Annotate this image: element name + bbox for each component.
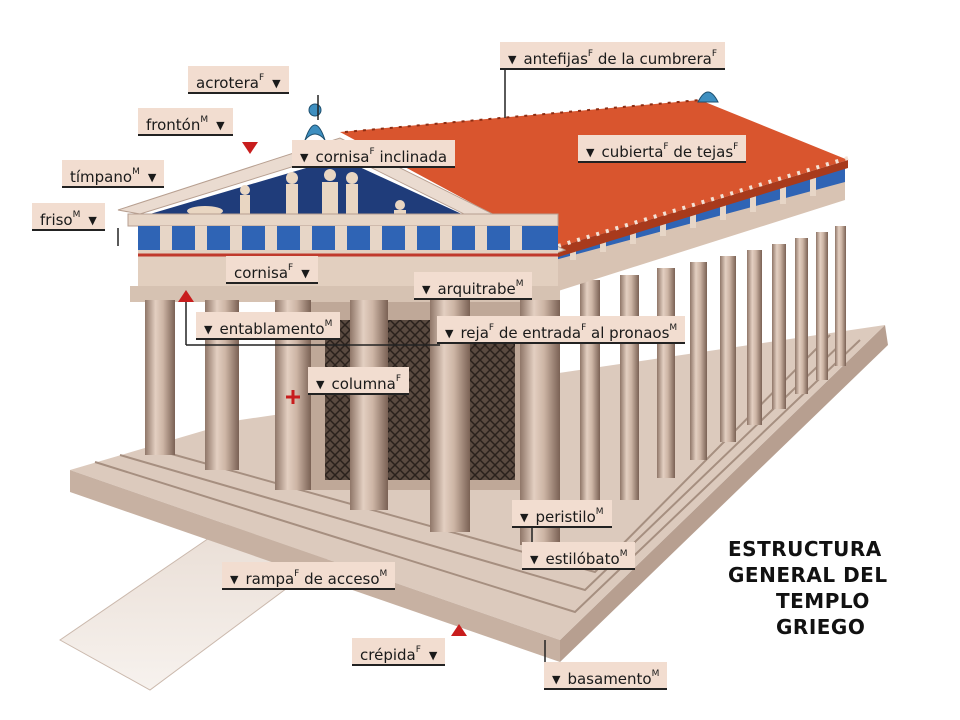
title-line-1: ESTRUCTURA	[728, 537, 882, 561]
label-fronton-gender: M	[200, 115, 209, 125]
diagram-title: ESTRUCTURA GENERAL DEL TEMPLO GRIEGO	[728, 536, 918, 640]
label-crepida-text: crépida	[360, 646, 416, 664]
label-timpano: tímpanoM ▼	[62, 160, 165, 188]
label-timpano-text: tímpano	[70, 168, 133, 186]
side-architrave	[555, 180, 845, 292]
label-rampa-gender: F	[294, 569, 300, 579]
label-antefijas-text: antefijas	[523, 50, 588, 68]
title-line-4: GRIEGO	[776, 615, 866, 639]
label-cornisa-gender: F	[288, 263, 294, 273]
label-arquitrabe-text: arquitrabe	[437, 280, 516, 298]
roof-edge	[555, 160, 848, 258]
label-reja-suffix2: al pronaos	[586, 324, 670, 342]
label-estilobato-text: estilóbato	[545, 550, 620, 568]
label-reja-text: reja	[460, 324, 489, 342]
triangle-down-icon: ▼	[508, 53, 517, 66]
label-friso-text: friso	[40, 211, 73, 229]
label-columna: ▼ columnaF	[308, 367, 410, 395]
triangle-down-icon: ▼	[552, 673, 561, 686]
front-cornice	[127, 213, 559, 227]
triangle-down-icon: ▼	[301, 267, 310, 280]
label-estilobato: ▼ estilóbatoM	[522, 542, 636, 570]
label-reja-suffix-gender: F	[581, 323, 587, 333]
title-line-3: TEMPLO	[776, 589, 870, 613]
label-reja-suffix: de entrada	[494, 324, 582, 342]
label-columna-text: columna	[331, 375, 396, 393]
label-cornisa-inclinada-gender: F	[369, 147, 375, 157]
label-entablamento-gender: M	[324, 319, 333, 329]
triangle-down-icon: ▼	[216, 119, 225, 132]
label-reja: ▼rejaF de entradaF al pronaosM	[437, 316, 686, 344]
label-entablamento-text: entablamento	[219, 320, 325, 338]
red-arrow-markers	[178, 142, 467, 636]
label-cornisa: cornisaF ▼	[226, 256, 318, 284]
label-crepida: crépidaF ▼	[352, 638, 446, 666]
label-acrotera-gender: F	[258, 73, 265, 83]
triangle-down-icon: ▼	[586, 146, 595, 159]
label-basamento: ▼ basamentoM	[544, 662, 668, 690]
label-fronton: frontónM ▼	[138, 108, 233, 136]
label-antefijas-suffix-gender: F	[711, 49, 718, 59]
label-acrotera: acroteraF ▼	[188, 66, 289, 94]
label-arquitrabe-gender: M	[515, 279, 524, 289]
label-antefijas: ▼antefijasF de la cumbreraF	[500, 42, 726, 70]
label-entablamento: ▼ entablamentoM	[196, 312, 341, 340]
triangle-down-icon: ▼	[88, 214, 97, 227]
label-peristilo-text: peristilo	[535, 508, 596, 526]
label-basamento-gender: M	[651, 669, 660, 679]
label-rampa-text: rampa	[245, 570, 295, 588]
label-crepida-gender: F	[415, 645, 421, 655]
label-peristilo-gender: M	[595, 507, 604, 517]
label-reja-suffix2-gender: M	[669, 323, 678, 333]
triangle-down-icon: ▼	[230, 573, 239, 586]
label-arquitrabe: ▼ arquitrabeM	[414, 272, 532, 300]
label-estilobato-gender: M	[619, 549, 628, 559]
label-friso: frisoM ▼	[32, 203, 105, 231]
label-basamento-text: basamento	[567, 670, 652, 688]
crepidoma-side	[560, 325, 888, 662]
label-timpano-gender: M	[132, 167, 140, 177]
triangle-down-icon: ▼	[520, 511, 529, 524]
label-columna-gender: F	[395, 374, 402, 384]
triangle-down-icon: ▼	[428, 649, 438, 662]
title-line-2: GENERAL DEL	[728, 563, 888, 587]
label-reja-gender: F	[488, 323, 495, 333]
front-frieze	[138, 226, 558, 250]
label-rampa-suffix-gender: M	[379, 569, 388, 579]
label-rampa-suffix: de acceso	[299, 570, 380, 588]
triangle-down-icon: ▼	[204, 323, 213, 336]
leader-lines	[117, 70, 546, 685]
front-triglyphs	[160, 226, 522, 250]
label-cubierta-suffix: de tejas	[668, 143, 734, 161]
label-friso-gender: M	[72, 210, 81, 220]
label-cubierta-suffix-gender: F	[733, 142, 739, 152]
triangle-down-icon: ▼	[300, 151, 309, 164]
triangle-down-icon: ▼	[422, 283, 431, 296]
triangle-down-icon: ▼	[147, 171, 157, 184]
label-antefijas-gender: F	[587, 49, 594, 59]
roof-ridge-antefixes	[344, 99, 701, 133]
triangle-down-icon: ▼	[530, 553, 539, 566]
label-rampa: ▼ rampaF de accesoM	[222, 562, 396, 590]
triangle-down-icon: ▼	[316, 378, 325, 391]
label-cubierta-gender: F	[663, 142, 669, 152]
label-cornisa-inclinada: ▼ cornisaF inclinada	[292, 140, 456, 168]
label-peristilo: ▼ peristiloM	[512, 500, 612, 528]
label-cornisa-inclinada-suffix: inclinada	[374, 148, 448, 166]
triangle-down-icon: ▼	[445, 327, 454, 340]
label-cornisa-inclinada-text: cornisa	[315, 148, 370, 166]
label-cubierta: ▼cubiertaF de tejasF	[578, 135, 747, 163]
roof-side-antefixes	[557, 156, 849, 248]
label-fronton-text: frontón	[146, 116, 201, 134]
label-cornisa-text: cornisa	[234, 264, 289, 282]
triangle-down-icon: ▼	[272, 77, 281, 90]
label-cubierta-text: cubierta	[601, 143, 664, 161]
label-acrotera-text: acrotera	[196, 74, 259, 92]
label-antefijas-suffix: de la cumbrera	[593, 50, 712, 68]
